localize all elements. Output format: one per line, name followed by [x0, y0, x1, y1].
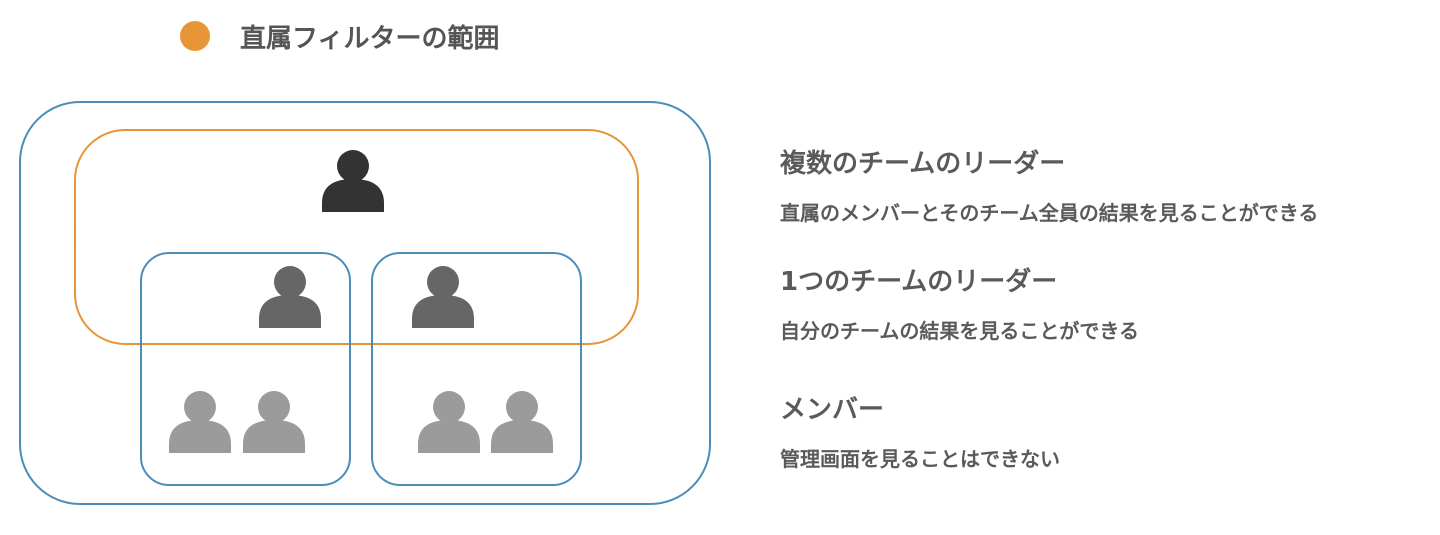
team-1-member-1-person-icon: [169, 391, 231, 453]
role-single-team-leader: 1つのチームのリーダー 自分のチームの結果を見ることができる: [780, 266, 1139, 344]
role-description: 管理画面を見ることはできない: [780, 447, 1060, 471]
role-multi-team-leader: 複数のチームのリーダー 直属のメンバーとそのチーム全員の結果を見ることができる: [780, 148, 1318, 226]
role-title: 1つのチームのリーダー: [780, 267, 1058, 297]
organization-boundary: [19, 101, 711, 505]
legend-dot-icon: [180, 21, 210, 51]
role-member: メンバー 管理画面を見ることはできない: [780, 394, 1060, 472]
role-title: メンバー: [780, 395, 885, 425]
legend: 直属フィルターの範囲: [180, 18, 499, 54]
role-description: 自分のチームの結果を見ることができる: [780, 319, 1139, 343]
org-diagram: [19, 101, 711, 505]
direct-filter-boundary: [74, 129, 639, 345]
team-2-member-2-person-icon: [491, 391, 553, 453]
team-1-leader-person-icon: [259, 266, 321, 328]
team-2-boundary: [371, 252, 582, 486]
team-2-leader-person-icon: [412, 266, 474, 328]
team-2-member-1-person-icon: [418, 391, 480, 453]
team-1-boundary: [140, 252, 351, 486]
team-1-member-2-person-icon: [243, 391, 305, 453]
legend-label: 直属フィルターの範囲: [240, 23, 500, 54]
role-description: 直属のメンバーとそのチーム全員の結果を見ることができる: [780, 201, 1319, 225]
top-leader-person-icon: [322, 150, 384, 212]
role-title: 複数のチームのリーダー: [780, 149, 1066, 179]
